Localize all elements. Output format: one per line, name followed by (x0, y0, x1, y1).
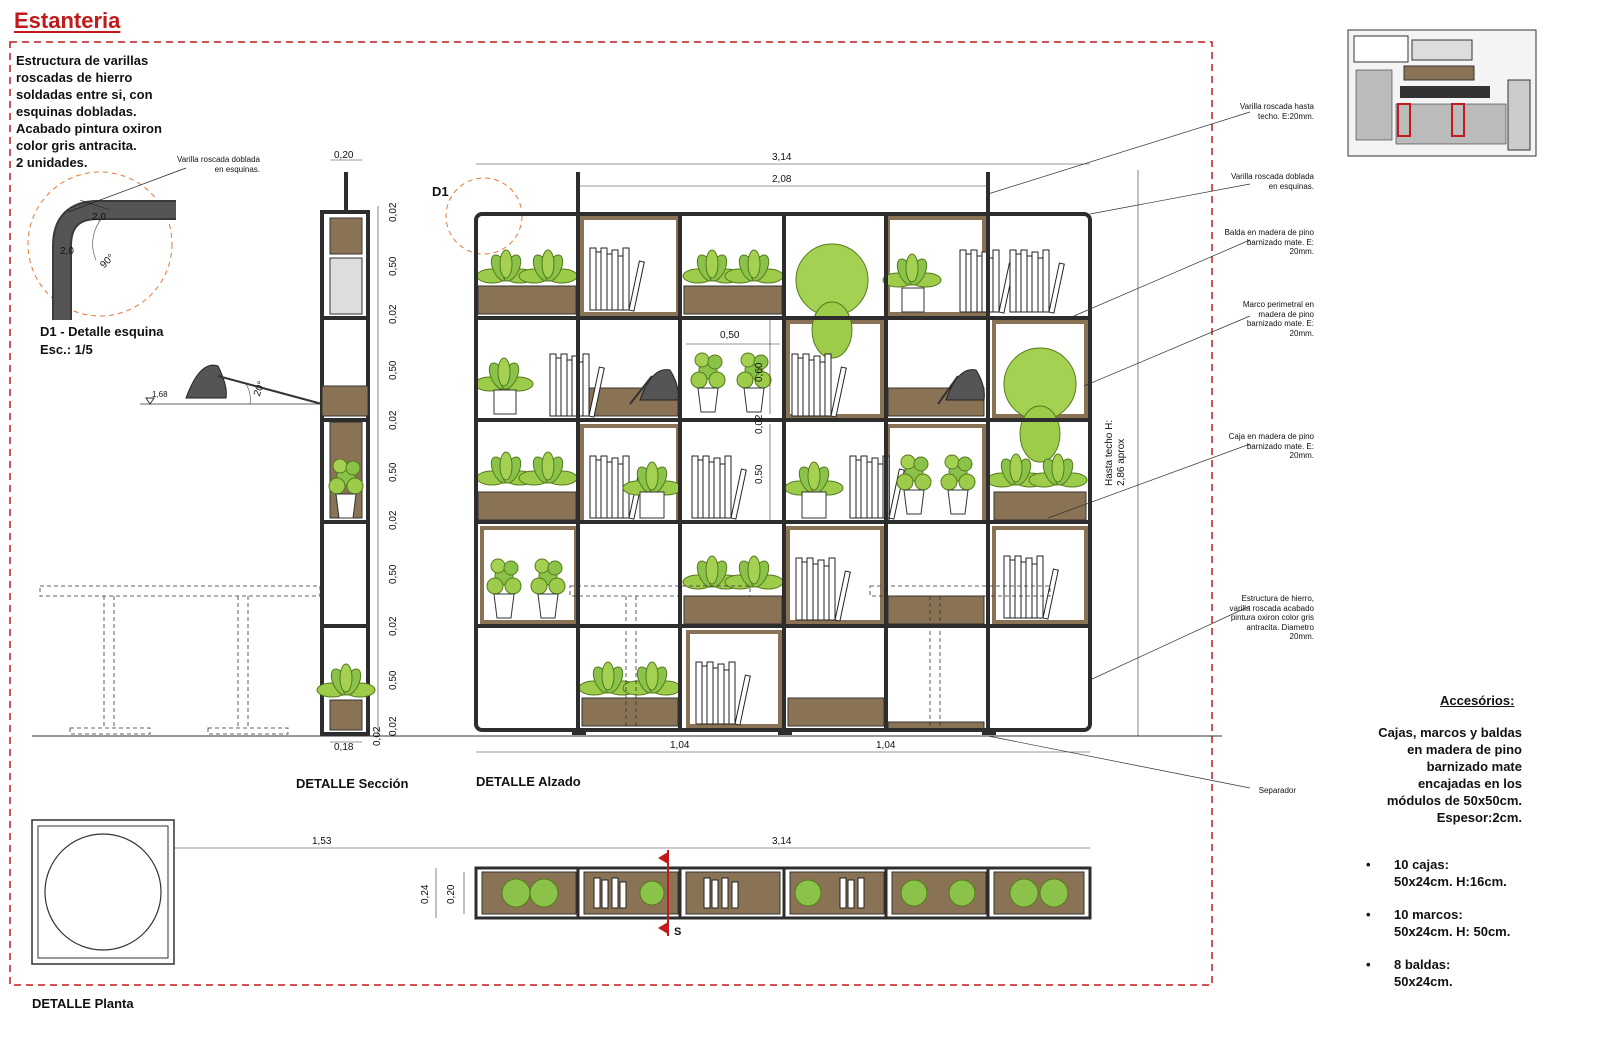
accessories-line: Espesor:2cm. (1436, 810, 1522, 825)
lamp-section (140, 364, 323, 405)
d1-dim-b: 2,0 (60, 246, 74, 257)
description-line: Estructura de varillas (16, 53, 149, 68)
site-plan-thumbnail (1347, 29, 1537, 157)
structure-description: Estructura de varillas roscadas de hierr… (16, 52, 206, 171)
annotation-frame: Marco perimetral en madera de pino barni… (1242, 300, 1314, 338)
section-dim: 0,02 (388, 616, 399, 636)
elevation-view (445, 111, 1251, 789)
d1-scale: Esc.: 1/5 (40, 342, 93, 357)
d1-dim-a: 2,0 (92, 212, 106, 223)
plan-depth-inner: 0,20 (446, 884, 457, 904)
section-bottom-width: 0,18 (334, 742, 354, 753)
description-line: Acabado pintura oxiron (16, 121, 162, 136)
accessory-item-name: 10 cajas: (1394, 857, 1449, 872)
lamp-height: 1,68 (152, 390, 168, 399)
section-top-width: 0,20 (334, 150, 354, 161)
accessory-item-name: 10 marcos: (1394, 907, 1463, 922)
section-dim: 0,50 (388, 670, 399, 690)
annotation-separator: Separador (1258, 786, 1296, 795)
page-title: Estanteria (14, 8, 121, 33)
accessory-item: • 10 marcos: 50x24cm. H: 50cm. (1366, 906, 1526, 940)
hanging-plant (795, 243, 869, 359)
section-dim: 0,02 (388, 202, 399, 222)
annotation-box: Caja en madera de pino barnizado mate. E… (1228, 432, 1314, 460)
accessory-item-size: 50x24cm. H: 50cm. (1394, 924, 1511, 939)
annotation-shelf: Balda en madera de pino barnizado mate. … (1224, 228, 1314, 256)
description-line: color gris antracita. (16, 138, 137, 153)
d1-note: Varilla roscada doblada en esquinas. (176, 155, 260, 174)
accessory-item-name: 8 baldas: (1394, 957, 1451, 972)
bottom-dim-left: 1,04 (670, 740, 690, 751)
sheet-frame (9, 41, 1213, 986)
section-label: DETALLE Sección (296, 776, 409, 791)
section-dim: 0,50 (388, 462, 399, 482)
section-dim: 0,02 (388, 410, 399, 430)
elevation-inner-width: 2,08 (772, 174, 792, 185)
accessories-title: Accesórios: (1440, 693, 1515, 708)
elevation-total-width: 3,14 (772, 152, 792, 163)
bottom-dim-right: 1,04 (876, 740, 896, 751)
plan-depth-outer: 0,24 (420, 884, 431, 904)
annotation-rod-corners: Varilla roscada doblada en esquinas. (1230, 172, 1314, 191)
module-width: 0,50 (720, 330, 740, 341)
section-dim: 0,02 (388, 304, 399, 324)
accessory-item: • 8 baldas: 50x24cm. (1366, 956, 1526, 990)
table-section (39, 585, 321, 735)
description-line: roscadas de hierro (16, 70, 133, 85)
plan-view (31, 819, 1092, 965)
accessories-line: barnizado mate (1426, 759, 1522, 774)
annotation-structure: Estructura de hierro, varilla roscada ac… (1229, 594, 1315, 641)
module-height: 0,60 (754, 362, 765, 382)
section-base-dim: 0,02 (372, 726, 383, 746)
section-dim: 0,02 (388, 716, 399, 736)
corner-detail-d1 (27, 167, 187, 320)
description-line: soldadas entre si, con (16, 87, 153, 102)
section-mark: S (674, 926, 682, 938)
plan-total-width: 3,14 (772, 836, 792, 847)
height-note: Hasta techo H: 2,86 aprox (1104, 419, 1127, 486)
section-dim: 0,50 (388, 564, 399, 584)
d1-marker: D1 (432, 184, 449, 199)
elevation-label: DETALLE Alzado (476, 774, 581, 789)
section-dim: 0,50 (388, 360, 399, 380)
module-gap: 0,02 (754, 414, 765, 434)
accessory-item-size: 50x24cm. (1394, 974, 1453, 989)
hanging-plant-2 (1003, 347, 1077, 463)
accessories-line: en madera de pino (1407, 742, 1522, 757)
description-line: 2 unidades. (16, 155, 88, 170)
accessories-line: Cajas, marcos y baldas (1378, 725, 1522, 740)
accessory-item-size: 50x24cm. H:16cm. (1394, 874, 1507, 889)
d1-title: D1 - Detalle esquina (40, 324, 164, 339)
section-dim: 0,50 (388, 256, 399, 276)
accessory-item: • 10 cajas: 50x24cm. H:16cm. (1366, 856, 1526, 890)
accessories-intro: Cajas, marcos y baldas en madera de pino… (1340, 724, 1522, 826)
module-side: 0,50 (754, 464, 765, 484)
annotation-rod-ceiling: Varilla roscada hasta techo. E:20mm. (1239, 102, 1314, 121)
plan-left-width: 1,53 (312, 836, 332, 847)
accessories-line: módulos de 50x50cm. (1386, 793, 1522, 808)
accessories-line: encajadas en los (1417, 776, 1522, 791)
plan-label: DETALLE Planta (32, 996, 134, 1011)
section-dim: 0,02 (388, 510, 399, 530)
description-line: esquinas dobladas. (16, 104, 137, 119)
section-view (316, 159, 379, 743)
